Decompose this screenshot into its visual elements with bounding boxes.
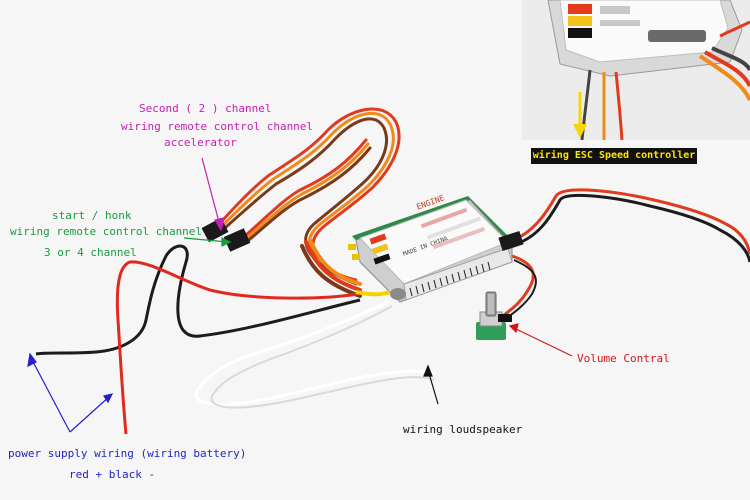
loudspeaker-label: wiring loudspeaker	[403, 423, 523, 436]
speaker-wire-b	[210, 305, 435, 409]
red-power-wire	[115, 260, 359, 435]
esc-lead-red	[513, 188, 750, 255]
volume-lead-red	[499, 254, 535, 320]
start-honk-label-line3: 3 or 4 channel	[44, 246, 137, 259]
esc-callout: wiring ESC Speed controller	[531, 148, 697, 164]
second-channel-label-line1: Second ( 2 ) channel	[139, 102, 272, 115]
second-channel-label-line2: wiring remote control channel	[121, 120, 314, 133]
servo-lead-loop	[210, 107, 401, 298]
esc-lead-black	[515, 193, 750, 263]
start-honk-label-line1: start / honk	[52, 209, 132, 222]
sound-module	[348, 196, 524, 303]
start-honk-label-line2: wiring remote control channel	[10, 225, 203, 238]
channel-3-connector	[223, 228, 251, 252]
esc-inset-photo	[522, 0, 750, 141]
power-supply-label-line1: power supply wiring (wiring battery)	[8, 447, 247, 460]
volume-potentiometer	[476, 291, 512, 340]
black-power-wire	[35, 244, 361, 356]
power-supply-label-line2: red + black -	[69, 468, 156, 481]
volume-control-label: Volume Contral	[577, 352, 670, 365]
speaker-wire-a	[194, 300, 437, 406]
second-channel-label-line3: accelerator	[164, 136, 237, 149]
annotation-arrows	[27, 157, 573, 433]
